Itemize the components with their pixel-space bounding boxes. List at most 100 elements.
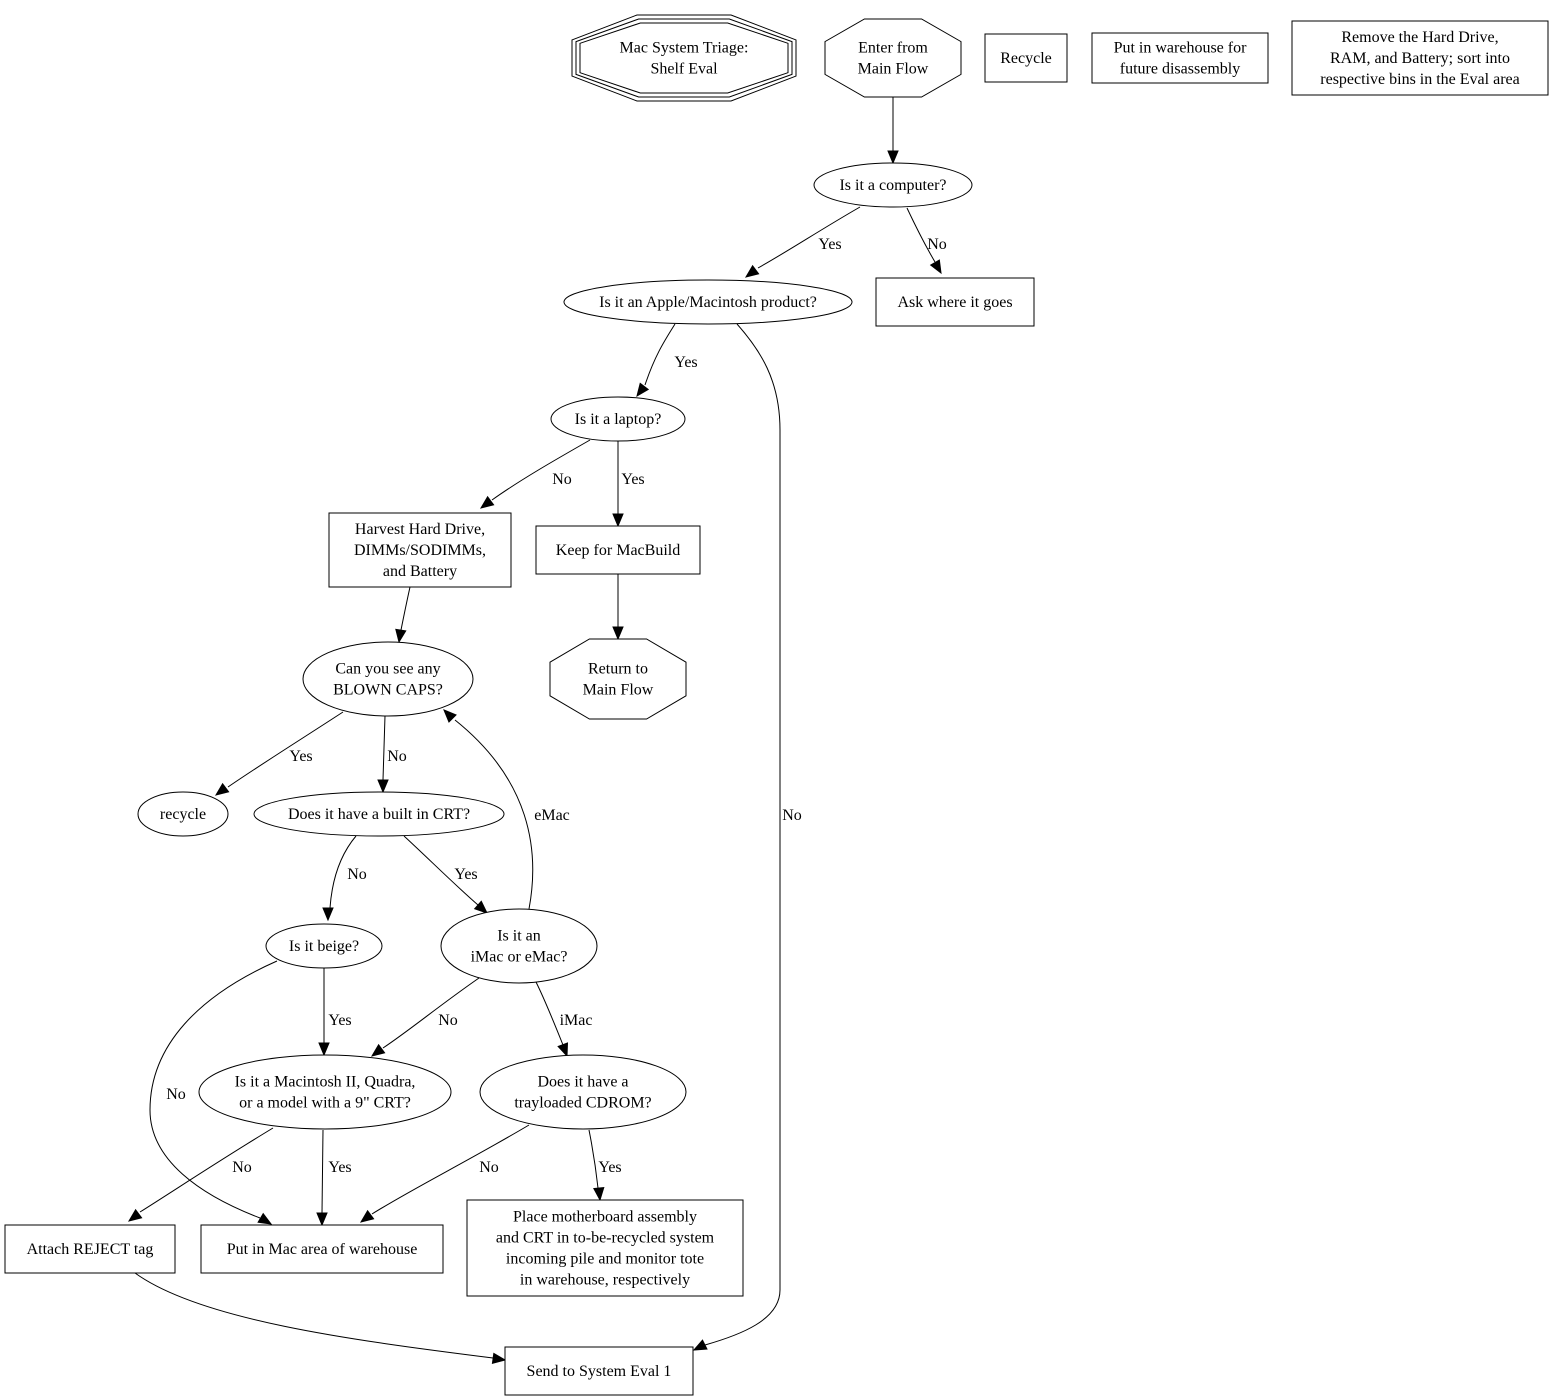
edge-mac_ii-to-reject: No (127, 1127, 274, 1222)
edge-blown_caps-to-recycle: Yes (214, 711, 344, 796)
node-label-line: Main Flow (583, 682, 654, 699)
node-legend-remove[interactable]: Remove the Hard Drive,RAM, and Battery; … (1291, 20, 1549, 96)
node-label-line: iMac or eMac? (471, 949, 568, 966)
edge-trayloaded-to-place_mobo: Yes (588, 1129, 622, 1202)
edge-label: Yes (328, 1159, 351, 1176)
node-title[interactable]: Mac System Triage:Shelf Eval (571, 14, 797, 102)
arrowhead-icon (370, 1043, 386, 1057)
edge-line (454, 719, 534, 910)
box-shape (200, 1224, 444, 1274)
arrowhead-icon (322, 907, 334, 922)
ellipse-shape (479, 1054, 687, 1130)
node-label-line: Main Flow (858, 61, 929, 78)
node-trayloaded[interactable]: Does it have a trayloaded CDROM? (479, 1054, 687, 1130)
edge-is_computer-to-ask: No (906, 207, 947, 275)
edge-beige-to-mac_ii: Yes (318, 968, 352, 1057)
edge-line (382, 715, 386, 781)
edge-built_in_crt-to-beige: No (322, 835, 367, 922)
node-label-line: recycle (160, 806, 206, 823)
arrowhead-icon (473, 900, 488, 914)
box-shape (4, 1224, 176, 1274)
box-shape (875, 277, 1035, 327)
box-shape (466, 1199, 744, 1297)
node-is-laptop[interactable]: Is it a laptop? (550, 396, 686, 442)
ellipse-shape (253, 791, 505, 837)
node-keep[interactable]: Keep for MacBuild (535, 525, 701, 575)
arrowhead-icon (443, 709, 457, 723)
node-is-apple[interactable]: Is it an Apple/Macintosh product? (563, 279, 853, 325)
octagon-shape (549, 638, 687, 720)
arrowhead-icon (636, 382, 650, 398)
node-harvest[interactable]: Harvest Hard Drive,DIMMs/SODIMMs,and Bat… (328, 512, 512, 588)
edge-trayloaded-to-mac_area: No (359, 1124, 530, 1223)
edge-label: No (552, 471, 572, 488)
edge-reject-to-send_eval (134, 1272, 507, 1364)
ellipse-shape (563, 279, 853, 325)
edge-line (491, 439, 591, 501)
arrowhead-icon (744, 264, 760, 278)
ellipse-shape (198, 1054, 452, 1130)
node-label-line: in warehouse, respectively (520, 1272, 690, 1289)
node-label-line: Mac System Triage: (620, 40, 749, 57)
edge-line (382, 977, 480, 1049)
edge-label: Yes (674, 354, 697, 371)
node-label-line: Does it have a (537, 1074, 628, 1091)
node-mac-ii[interactable]: Is it a Macintosh II, Quadra,or a model … (198, 1054, 452, 1130)
arrowhead-icon (491, 1352, 507, 1364)
arrowhead-icon (214, 782, 230, 796)
node-recycle[interactable]: recycle (137, 791, 229, 837)
node-ask[interactable]: Ask where it goes (875, 277, 1035, 327)
arrowhead-icon (612, 626, 624, 641)
node-label-line: Does it have a built in CRT? (288, 806, 470, 823)
edge-mac_ii-to-mac_area: Yes (316, 1129, 352, 1227)
edge-line (757, 206, 861, 269)
node-label-line: Send to System Eval 1 (527, 1363, 672, 1380)
node-beige[interactable]: Is it beige? (265, 923, 383, 969)
node-label-line: BLOWN CAPS? (333, 682, 443, 699)
node-label-line: incoming pile and monitor tote (506, 1251, 704, 1268)
arrowhead-icon (127, 1208, 143, 1222)
node-label-line: trayloaded CDROM? (514, 1095, 651, 1112)
edge-line (400, 586, 411, 631)
node-built-in-crt[interactable]: Does it have a built in CRT? (253, 791, 505, 837)
edge-line (403, 835, 479, 906)
arrowhead-icon (929, 259, 942, 275)
edge-line (371, 1124, 530, 1215)
node-label-line: DIMMs/SODIMMs, (354, 542, 486, 559)
arrowhead-icon (557, 1042, 569, 1058)
node-label-line: and Battery (383, 563, 457, 580)
octagon-shape (824, 18, 962, 98)
edge-line (321, 1129, 324, 1214)
arrowhead-icon (318, 1042, 330, 1057)
edge-label: No (782, 807, 802, 824)
ellipse-shape (265, 923, 383, 969)
node-label-line: Put in Mac area of warehouse (227, 1241, 418, 1258)
edge-blown_caps-to-built_in_crt: No (377, 715, 407, 794)
node-reject[interactable]: Attach REJECT tag (4, 1224, 176, 1274)
edge-line (149, 960, 278, 1219)
node-legend-recycle[interactable]: Recycle (984, 33, 1068, 83)
node-label-line: Keep for MacBuild (556, 542, 680, 559)
octagon-shape (579, 22, 789, 94)
node-is-computer[interactable]: Is it a computer? (813, 162, 973, 208)
ellipse-shape (440, 908, 598, 984)
node-label-line: Place motherboard assembly (513, 1209, 697, 1226)
edge-label: eMac (534, 807, 570, 824)
edge-is_apple-to-is_laptop: Yes (636, 323, 698, 398)
box-shape (984, 33, 1068, 83)
edge-label: No (387, 748, 407, 765)
node-mac-area[interactable]: Put in Mac area of warehouse (200, 1224, 444, 1274)
edge-label: No (927, 236, 947, 253)
node-label-line: Remove the Hard Drive, (1341, 29, 1498, 46)
edge-label: Yes (598, 1159, 621, 1176)
node-send-eval[interactable]: Send to System Eval 1 (504, 1346, 694, 1396)
arrowhead-icon (593, 1186, 605, 1202)
node-label-line: Enter from (858, 40, 928, 57)
